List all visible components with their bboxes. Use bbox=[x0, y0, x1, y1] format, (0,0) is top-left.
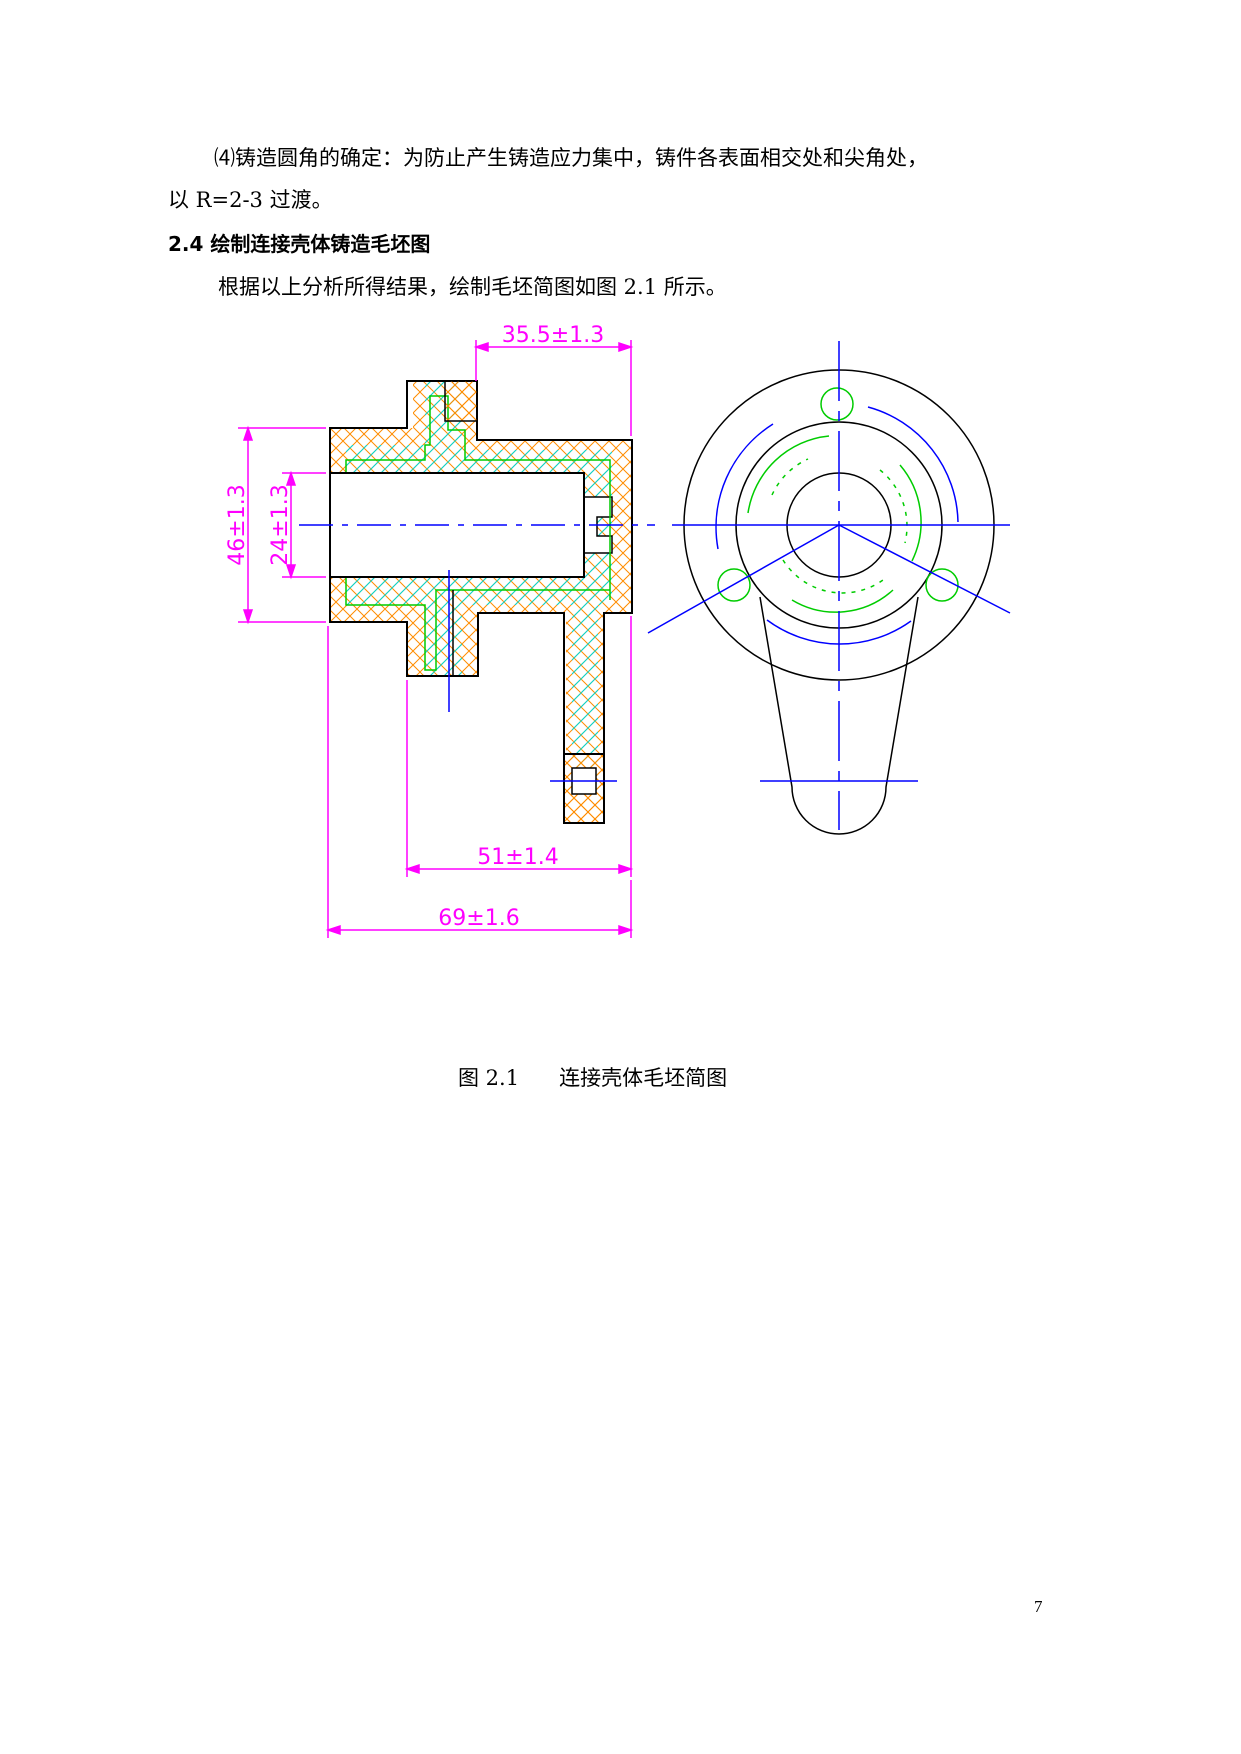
dimension-69: 69±1.6 bbox=[438, 906, 519, 931]
bottom-boss bbox=[563, 753, 605, 824]
green-arc-3 bbox=[791, 589, 894, 613]
inner-contour bbox=[345, 395, 611, 600]
bore-outline bbox=[330, 472, 585, 578]
sectional-view bbox=[299, 380, 655, 824]
page-number: 7 bbox=[1034, 1597, 1043, 1616]
dimension-24: 24±1.3 bbox=[268, 484, 293, 565]
hole-left bbox=[717, 568, 751, 602]
hole-top bbox=[820, 387, 854, 421]
figure-caption: 图 2.1 连接壳体毛坯简图 bbox=[458, 1066, 728, 1090]
paragraph-2: 根据以上分析所得结果，绘制毛坯简图如图 2.1 所示。 bbox=[218, 275, 727, 299]
end-view bbox=[647, 341, 1011, 835]
slot-notch bbox=[584, 496, 613, 554]
green-arc-5 bbox=[879, 469, 908, 544]
dimensions bbox=[238, 340, 634, 938]
lever-arm bbox=[759, 596, 919, 835]
dimension-35-5: 35.5±1.3 bbox=[502, 323, 604, 348]
green-arc-4 bbox=[771, 458, 809, 496]
hole-right bbox=[925, 568, 959, 602]
blue-arc-upper-right bbox=[867, 406, 959, 523]
paragraph-1-line-1: ⑷铸造圆角的确定：为防止产生铸造应力集中，铸件各表面相交处和尖角处， bbox=[214, 146, 928, 170]
radial-line-right bbox=[838, 524, 1011, 614]
dimension-46: 46±1.3 bbox=[225, 484, 250, 565]
paragraph-1-line-2: 以 R=2-3 过渡。 bbox=[168, 188, 333, 212]
green-arc-2 bbox=[899, 464, 922, 562]
top-block bbox=[444, 380, 478, 422]
radial-line-left bbox=[647, 524, 840, 634]
blue-arc-upper-left bbox=[715, 423, 774, 550]
dimension-51: 51±1.4 bbox=[477, 845, 558, 870]
green-arc-1 bbox=[747, 435, 830, 514]
section-heading: 2.4 绘制连接壳体铸造毛坯图 bbox=[168, 232, 431, 256]
inner-contour-lower bbox=[345, 577, 610, 671]
